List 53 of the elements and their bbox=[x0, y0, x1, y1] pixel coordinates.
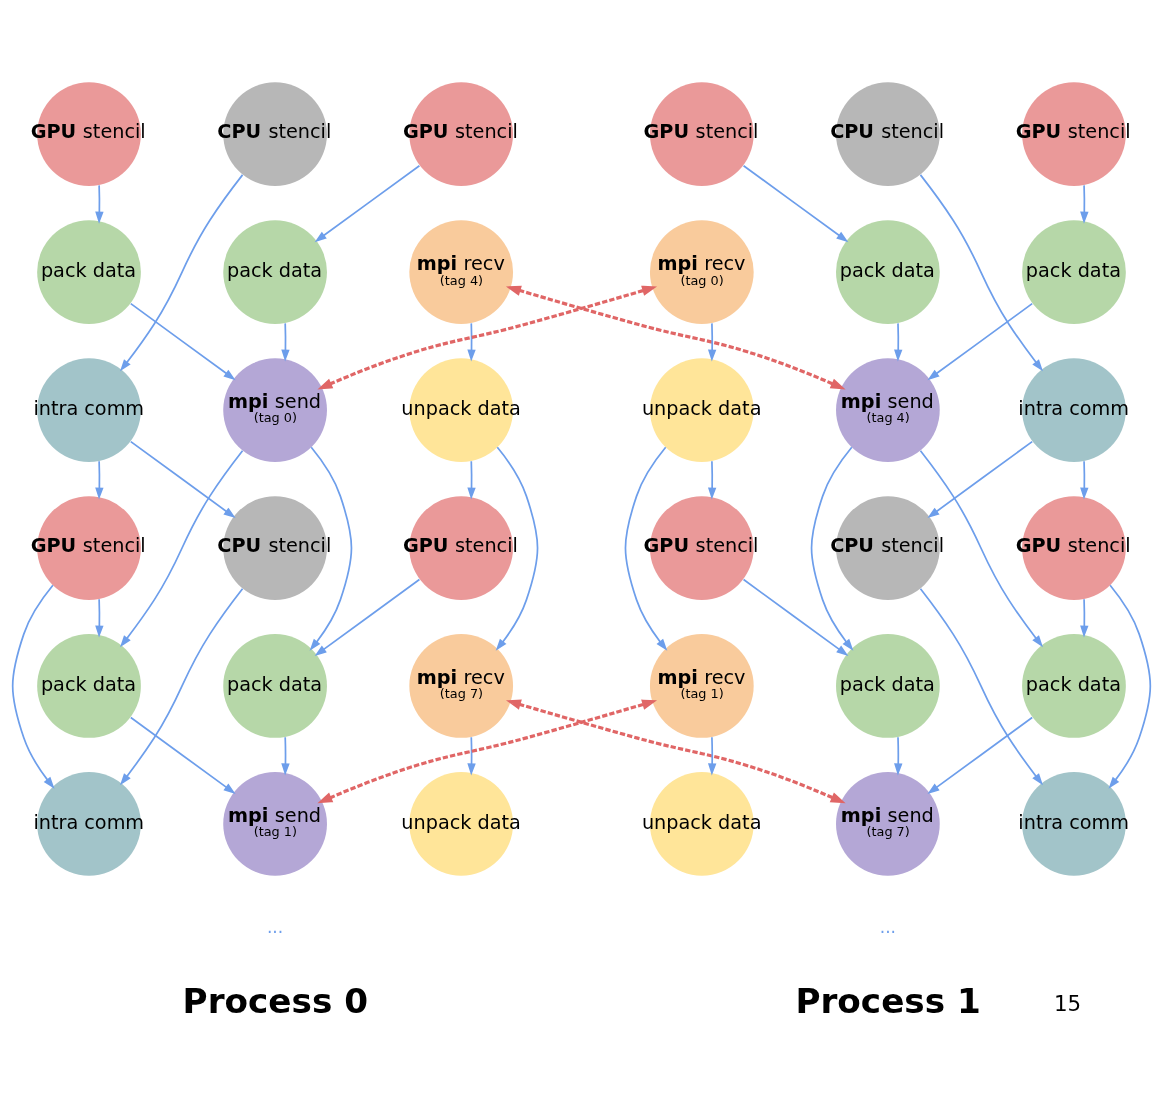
arrow bbox=[120, 587, 244, 786]
node-circle: mpi recv (tag 4) bbox=[409, 220, 514, 324]
arrow bbox=[624, 446, 668, 651]
arrow bbox=[919, 174, 1043, 372]
arrow bbox=[1080, 460, 1089, 500]
arrow bbox=[314, 164, 421, 243]
arrow bbox=[129, 440, 236, 519]
arrow bbox=[742, 578, 849, 657]
arrow bbox=[919, 449, 1043, 648]
arrow bbox=[129, 302, 236, 381]
arrow bbox=[95, 460, 104, 500]
node-circle: pack data bbox=[1022, 220, 1126, 324]
arrow bbox=[281, 322, 290, 362]
arrow bbox=[707, 322, 717, 362]
label: Process 0 bbox=[182, 981, 369, 1022]
arrow bbox=[467, 736, 476, 776]
label: Process 1 bbox=[795, 981, 981, 1022]
node-circle: mpi recv (tag 0) bbox=[649, 220, 754, 324]
arrow bbox=[927, 716, 1034, 794]
label: ... bbox=[879, 917, 897, 938]
arrow bbox=[281, 736, 290, 776]
arrow bbox=[120, 174, 244, 372]
arrow bbox=[11, 584, 55, 789]
arrow bbox=[505, 285, 846, 390]
node-circle: mpi recv (tag 1) bbox=[649, 634, 754, 738]
arrow bbox=[1080, 184, 1089, 224]
arrow bbox=[1108, 584, 1152, 789]
arrow bbox=[1080, 598, 1089, 638]
arrow bbox=[810, 446, 854, 651]
arrow bbox=[894, 736, 903, 776]
arrow bbox=[707, 460, 717, 500]
arrow bbox=[309, 446, 353, 651]
arrow bbox=[707, 736, 717, 776]
arrow bbox=[95, 184, 104, 224]
arrow bbox=[467, 460, 476, 500]
label: ... bbox=[266, 917, 284, 938]
label: 15 bbox=[1053, 991, 1082, 1017]
arrow bbox=[314, 578, 421, 657]
node-circle: pack data bbox=[37, 220, 141, 324]
node-circle: mpi recv (tag 7) bbox=[409, 634, 514, 738]
arrow bbox=[467, 322, 476, 362]
arrow bbox=[927, 302, 1034, 381]
arrow bbox=[129, 716, 236, 794]
arrow bbox=[317, 285, 658, 390]
arrow bbox=[927, 440, 1034, 519]
arrow bbox=[317, 699, 658, 804]
arrow bbox=[742, 164, 849, 243]
arrow bbox=[495, 446, 539, 651]
arrow bbox=[919, 587, 1043, 786]
arrow bbox=[95, 598, 104, 638]
arrow bbox=[120, 449, 244, 648]
arrow bbox=[894, 322, 903, 362]
arrow bbox=[505, 699, 846, 804]
